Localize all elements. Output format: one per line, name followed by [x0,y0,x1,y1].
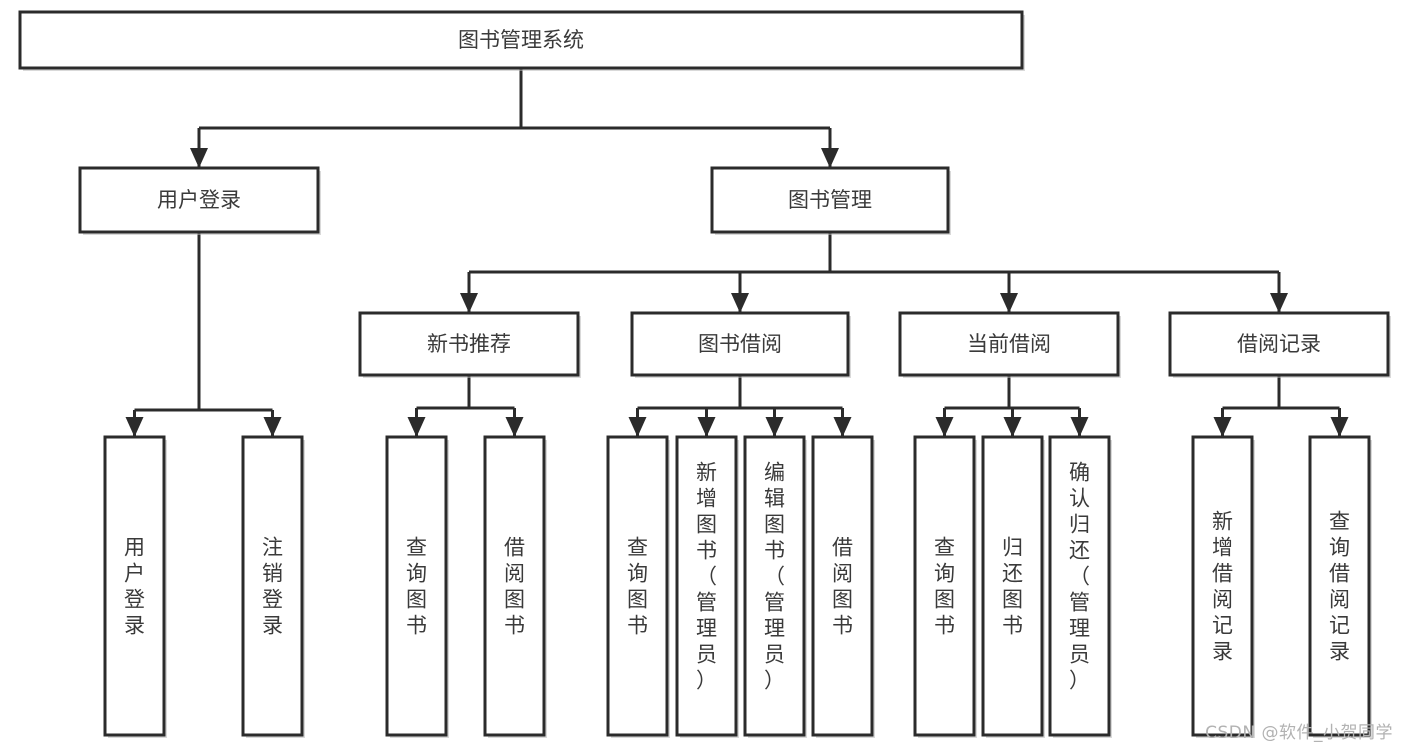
node-leaf-add-borrow-record[interactable]: 新增借阅记录 [1191,435,1255,738]
node-rect[interactable] [743,435,806,737]
node-rect[interactable] [1048,435,1111,737]
arrow-head-icon [1003,417,1022,437]
node-borrow-record[interactable]: 借阅记录 [1168,311,1391,378]
node-rect[interactable] [913,435,976,737]
arrow-head-icon [1070,417,1089,437]
arrow-head-icon [263,417,282,437]
node-label: 新增借阅记录 [1212,509,1233,663]
node-rect[interactable] [103,435,166,737]
node-rect[interactable] [710,166,950,234]
arrow-head-icon [935,417,954,437]
node-book-management[interactable]: 图书管理 [710,166,951,235]
node-layer: 图书管理系统用户登录图书管理新书推荐图书借阅当前借阅借阅记录用户登录注销登录查询… [18,10,1391,738]
node-rect[interactable] [1168,311,1390,377]
arrow-head-icon [628,417,647,437]
node-leaf-borrow-book-recommend[interactable]: 借阅图书 [483,435,547,738]
node-label: 新增图书（管理员） [696,460,717,692]
node-label: 当前借阅 [967,332,1051,356]
node-label: 查询图书 [934,535,955,637]
node-user-login[interactable]: 用户登录 [78,166,321,235]
node-label: 图书借阅 [698,332,782,356]
node-leaf-borrow-book-borrow[interactable]: 借阅图书 [811,435,875,738]
node-root[interactable]: 图书管理系统 [18,10,1025,71]
node-label: 确认归还（管理员） [1069,460,1090,692]
node-leaf-logout[interactable]: 注销登录 [241,435,305,738]
arrow-head-icon [1000,293,1018,313]
node-leaf-add-book-admin[interactable]: 新增图书（管理员） [675,435,739,738]
edge-layer [125,68,1349,437]
node-rect[interactable] [981,435,1044,737]
node-rect[interactable] [358,311,580,377]
node-leaf-query-borrow-record[interactable]: 查询借阅记录 [1308,435,1372,738]
arrow-head-icon [731,293,749,313]
node-current-borrow[interactable]: 当前借阅 [898,311,1121,378]
node-leaf-query-book-recommend[interactable]: 查询图书 [385,435,449,738]
node-label: 查询借阅记录 [1329,509,1350,663]
arrow-head-icon [1270,293,1288,313]
node-rect[interactable] [1191,435,1254,737]
node-label: 归还图书 [1002,535,1023,637]
arrow-head-icon [1213,417,1232,437]
node-leaf-return-book[interactable]: 归还图书 [981,435,1045,738]
node-leaf-user-login[interactable]: 用户登录 [103,435,167,738]
node-rect[interactable] [811,435,874,737]
node-label: 图书管理 [788,188,872,212]
arrow-head-icon [1330,417,1349,437]
arrow-head-icon [821,148,839,168]
arrow-head-icon [765,417,784,437]
node-label: 查询图书 [627,535,648,637]
node-label: 查询图书 [406,535,427,637]
node-rect[interactable] [385,435,448,737]
node-book-borrow[interactable]: 图书借阅 [630,311,851,378]
node-label: 借阅图书 [832,535,853,637]
node-rect[interactable] [1308,435,1371,737]
node-rect[interactable] [241,435,304,737]
arrow-head-icon [505,417,524,437]
node-rect[interactable] [898,311,1120,377]
node-rect[interactable] [606,435,669,737]
node-rect[interactable] [630,311,850,377]
arrow-head-icon [697,417,716,437]
arrow-head-icon [125,417,144,437]
node-leaf-edit-book-admin[interactable]: 编辑图书（管理员） [743,435,807,738]
node-label: 用户登录 [157,188,241,212]
arrow-head-icon [833,417,852,437]
node-label: 注销登录 [262,535,283,637]
node-new-book-recommend[interactable]: 新书推荐 [358,311,581,378]
arrow-head-icon [407,417,426,437]
node-label: 图书管理系统 [458,28,584,52]
node-leaf-query-book-current[interactable]: 查询图书 [913,435,977,738]
node-label: 借阅记录 [1237,332,1321,356]
node-rect[interactable] [483,435,546,737]
node-label: 用户登录 [124,535,145,637]
node-rect[interactable] [18,10,1024,70]
node-rect[interactable] [675,435,738,737]
arrow-head-icon [460,293,478,313]
node-label: 新书推荐 [427,332,511,356]
node-label: 借阅图书 [504,535,525,637]
node-label: 编辑图书（管理员） [764,460,785,692]
node-rect[interactable] [78,166,320,234]
arrow-head-icon [190,148,208,168]
node-leaf-confirm-return-admin[interactable]: 确认归还（管理员） [1048,435,1112,738]
csdn-watermark: CSDN @软件_小贺同学 [1205,723,1393,743]
node-leaf-query-book-borrow[interactable]: 查询图书 [606,435,670,738]
